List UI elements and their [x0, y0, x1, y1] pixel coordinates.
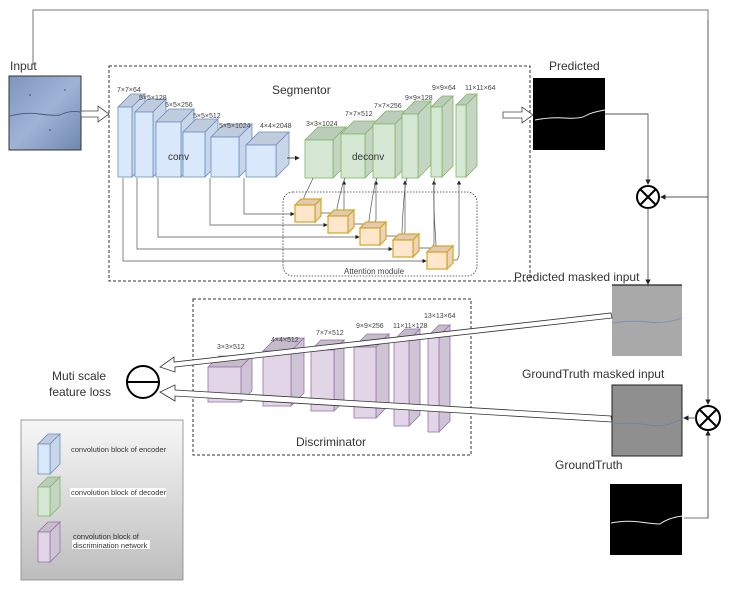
- conv-label: conv: [168, 152, 189, 163]
- legend-encoder-block: [37, 433, 61, 475]
- predicted-masked-image: [611, 284, 683, 356]
- predicted-label: Predicted: [549, 59, 600, 73]
- discriminator-dim-label: 13×13×64: [424, 313, 456, 320]
- output-arrow: [502, 106, 534, 124]
- attention-module-box: [282, 191, 478, 277]
- discriminator-dim-label: 9×9×256: [356, 323, 384, 330]
- encoder-dim-label: 5×5×128: [139, 95, 167, 102]
- decoder-to-attention-line: [399, 177, 408, 239]
- decoder-to-attention-line: [301, 177, 314, 204]
- legend-encoder-label: convolution block of encoder: [71, 445, 167, 454]
- decoder-to-attention-line: [366, 177, 378, 227]
- encoder-dim-label: 7×7×64: [117, 87, 141, 94]
- input-label: Input: [10, 59, 37, 73]
- attention-module-label: Attention module: [344, 267, 405, 276]
- decoder-dim-label: 7×7×256: [374, 103, 402, 110]
- legend-label-bg: [70, 488, 166, 497]
- groundtruth-masked-image: [611, 384, 683, 457]
- decoder-block: [401, 100, 432, 179]
- predicted-image: [533, 78, 606, 150]
- input-arrow: [80, 105, 110, 123]
- attention-to-decoder-line: [451, 180, 462, 261]
- encoder-dim-label: 5×5×256: [165, 102, 193, 109]
- legend-decoder-block: [37, 476, 61, 517]
- attention-block: [358, 220, 388, 247]
- skip-connection-line: [209, 178, 328, 228]
- legend-label-bg: [72, 540, 150, 549]
- discriminator-dim-label: 4×4×512: [271, 337, 299, 344]
- decoder-dim-label: 9×9×64: [432, 85, 456, 92]
- discriminator-block: [427, 324, 451, 433]
- deconv-label: deconv: [352, 152, 384, 163]
- discriminator-dim-label: 7×7×512: [316, 330, 344, 337]
- decoder-block: [372, 110, 409, 179]
- discriminator-dim-label: 11×11×128: [393, 323, 427, 330]
- discriminator-title: Discriminator: [296, 435, 366, 449]
- decoder-dim-label: 11×11×64: [465, 85, 496, 92]
- subtract-operator-icon: [126, 365, 160, 399]
- discriminator-block: [393, 328, 421, 427]
- legend-discriminator-block: [37, 521, 61, 563]
- loss-label-line1: Muti scale: [52, 369, 106, 383]
- groundtruth-masked-label: GroundTruth masked input: [522, 367, 665, 381]
- input-image: [8, 75, 82, 151]
- decoder-dim-label: 3×3×1024: [306, 121, 338, 128]
- decoder-block: [340, 120, 379, 179]
- legend-disc-label-line2: discrimination network: [73, 541, 147, 550]
- predicted-to-multiply-line: [605, 113, 651, 185]
- encoder-block: [245, 131, 290, 178]
- skip-connection-line: [136, 178, 393, 252]
- decoder-block: [304, 126, 347, 179]
- legend-disc-label-line1: convolution block of: [73, 532, 140, 541]
- predicted-feature-arrow: [159, 312, 613, 373]
- segmentor-box: [108, 65, 531, 282]
- skip-connection-line: [157, 178, 360, 240]
- decoder-to-attention-line: [334, 177, 346, 215]
- attention-block: [326, 208, 356, 235]
- decoder-dim-label: 7×7×512: [345, 111, 373, 118]
- attention-to-decoder-line: [352, 180, 379, 225]
- attention-block: [425, 244, 455, 271]
- encoder-dim-label: 5×5×1024: [219, 123, 251, 130]
- attention-blocks: [293, 197, 455, 271]
- multiply-operator-2-icon: [695, 405, 721, 431]
- decoder-block: [455, 93, 478, 178]
- skip-connection-line: [122, 178, 427, 264]
- groundtruth-image: [610, 484, 683, 555]
- attention-block: [391, 232, 421, 259]
- attention-block: [293, 197, 323, 224]
- discriminator-dim-label: 3×3×512: [217, 344, 245, 351]
- groundtruth-feature-arrow: [159, 384, 613, 423]
- encoder-dim-label: 5×5×512: [193, 113, 221, 120]
- skip-connection-line: [243, 178, 295, 217]
- discriminator-box: [192, 298, 472, 456]
- groundtruth-label: GroundTruth: [555, 458, 623, 472]
- attention-to-decoder-line: [319, 180, 347, 214]
- groundtruth-feedback-line: [32, 9, 709, 519]
- decoder-dim-label: 9×9×128: [405, 95, 433, 102]
- encoder-dim-label: 4×4×2048: [260, 123, 292, 130]
- decoder-to-attention-line: [433, 177, 439, 251]
- loss-label-line2: feature loss: [49, 385, 111, 399]
- decoder-block: [430, 95, 454, 178]
- legend-decoder-label: convolution block of decoder: [71, 488, 167, 497]
- segmentor-title: Segmentor: [272, 83, 331, 97]
- multiply-operator-icon: [636, 185, 660, 209]
- discriminator-blocks: 3×3×512 4×4×512 7×7×512 9×9×256 11×11×128 13×…: [207, 313, 456, 433]
- predicted-masked-label: Predicted masked input: [514, 270, 640, 284]
